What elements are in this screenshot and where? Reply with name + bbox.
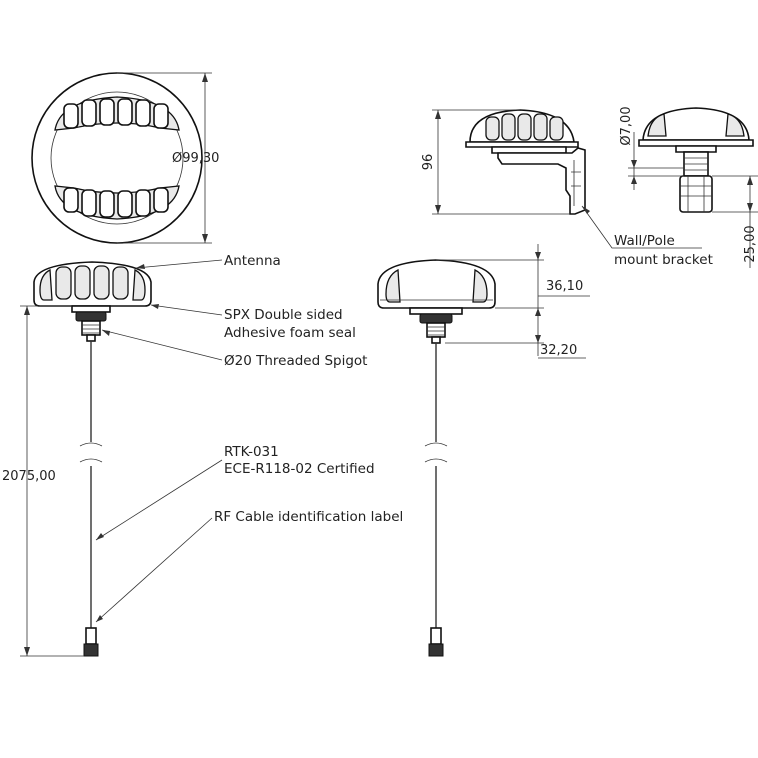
wall-pole-bracket (497, 147, 586, 215)
height-dimension: 96 (421, 154, 436, 171)
top-view: Ø99,30 (31, 72, 219, 244)
antenna-dome-right (377, 259, 496, 309)
side-view-cable-right: 36,10 32,20 (377, 244, 590, 657)
cable-callout-line1: RTK-031 (224, 444, 279, 460)
dome-height-dimension: 36,10 (546, 279, 583, 294)
bracket-view-ribs (485, 113, 564, 141)
spigot-callout: Ø20 Threaded Spigot (224, 353, 367, 369)
label-callout: RF Cable identification label (214, 509, 403, 525)
side-view-cable-left: 2075,00 (2, 261, 152, 657)
top-view-inner-ring (50, 91, 184, 225)
bracket-view-base (491, 146, 567, 154)
bracket-callout-line2: mount bracket (614, 252, 713, 268)
callouts-left: Antenna SPX Double sided Adhesive foam s… (95, 253, 403, 623)
seal-callout-line2: Adhesive foam seal (224, 325, 356, 341)
front-view-dome (642, 107, 750, 141)
foam-seal-right (409, 307, 463, 315)
seal-callout-line1: SPX Double sided (224, 307, 343, 323)
cable-connector-left (85, 627, 97, 645)
antenna-ribs-left (39, 265, 146, 301)
top-view-upper-ribs (63, 98, 169, 129)
front-view-clamp (679, 175, 713, 213)
top-view-lower-ribs (63, 187, 169, 218)
bracket-callout-line1: Wall/Pole (614, 233, 675, 249)
side-view-bracket: 96 Wall/Pole mount bracket (421, 109, 713, 268)
spigot-nut-left (75, 311, 107, 322)
bracket-diameter-dimension: Ø7,00 (619, 106, 634, 145)
cable-callout-line2: ECE-R118-02 Certified (224, 461, 375, 477)
diameter-dimension: Ø99,30 (172, 151, 219, 166)
spigot-height-dimension: 32,20 (540, 343, 577, 358)
cable-connector-right (430, 627, 442, 645)
cable-length-dimension: 2075,00 (2, 469, 56, 484)
antenna-callout: Antenna (224, 253, 281, 269)
foam-seal-left (71, 305, 111, 313)
front-view-bracket: Ø7,00 25,00 (619, 106, 758, 268)
bracket-height-dimension: 25,00 (743, 225, 758, 262)
spigot-nut-right (419, 313, 453, 324)
